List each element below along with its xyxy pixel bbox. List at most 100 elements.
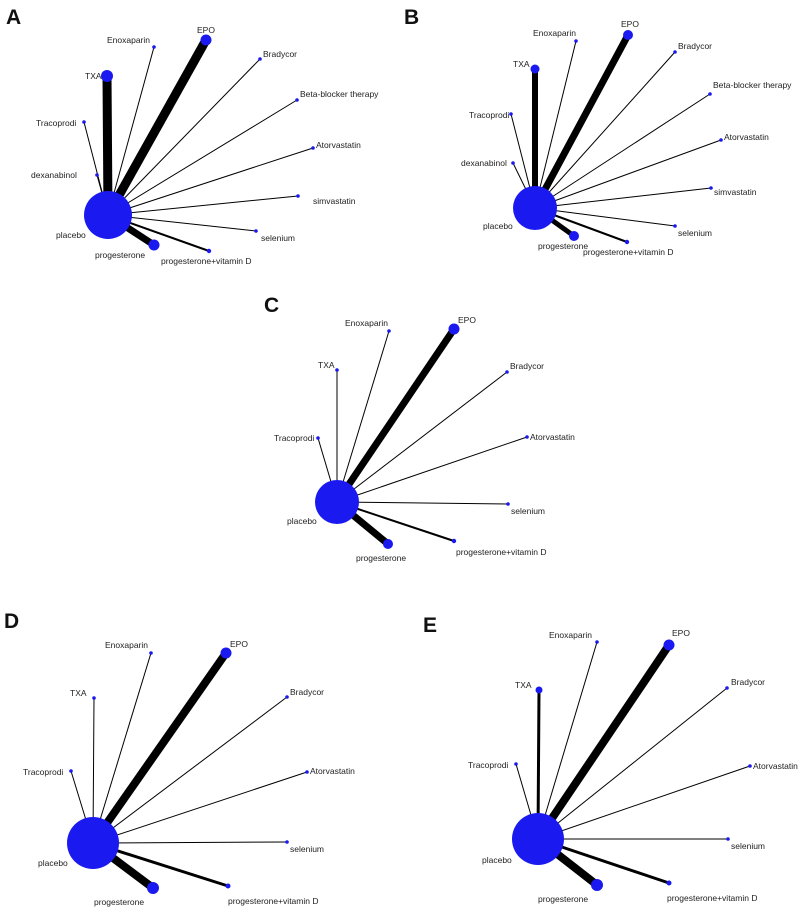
panel-b-node-dexanabinol: [511, 161, 515, 165]
panel-c-edge-enoxaparin: [336, 330, 390, 503]
panel-b-node-beta-blocker-therapy: [708, 92, 712, 96]
panel-a-node-epo: [200, 34, 212, 46]
panel-c-letter: C: [264, 294, 279, 317]
panel-b-node-bradycor: [673, 50, 677, 54]
panel-c-edge-bradycor: [336, 371, 508, 503]
panel-e-edge-atorvastatin: [537, 765, 751, 840]
panel-e-node-epo: [663, 639, 675, 651]
panel-d-label-selenium: selenium: [290, 844, 324, 854]
panel-a-edge-atorvastatin: [107, 147, 314, 216]
panel-b-label-placebo: placebo: [483, 221, 513, 231]
panel-a-node-simvastatin: [296, 194, 300, 198]
panel-b-node-enoxaparin: [574, 39, 578, 43]
panel-e-node-tracoprodi: [514, 762, 518, 766]
panel-c-edge-atorvastatin: [336, 436, 528, 503]
panel-e-letter: E: [423, 614, 437, 637]
panel-a-node-bradycor: [258, 57, 262, 61]
panel-d-label-tracoprodi: Tracoprodi: [23, 767, 63, 777]
panel-a-edge-epo: [104, 37, 210, 218]
panel-a-node-placebo: [84, 191, 132, 239]
panel-c-label-placebo: placebo: [287, 516, 317, 526]
panel-d-node-placebo: [67, 817, 119, 869]
panel-e-label-selenium: selenium: [731, 841, 765, 851]
panel-c-node-placebo: [315, 480, 359, 524]
panel-b-label-atorvastatin: Atorvastatin: [724, 132, 769, 142]
panel-e-node-bradycor: [725, 686, 729, 690]
panel-b-node-progesterone-plus-vitamin-d: [624, 239, 630, 245]
panel-b-label-dexanabinol: dexanabinol: [461, 158, 507, 168]
panel-c-label-progesterone-plus-vitamin-d: progesterone+vitamin D: [456, 547, 546, 557]
panel-d-edge-bradycor: [92, 696, 288, 844]
panel-d-label-progesterone-plus-vitamin-d: progesterone+vitamin D: [228, 896, 318, 906]
panel-a-label-progesterone-plus-vitamin-d: progesterone+vitamin D: [161, 256, 251, 266]
panel-b-node-placebo: [513, 186, 557, 230]
panel-b-node-simvastatin: [709, 186, 713, 190]
panel-c-label-tracoprodi: Tracoprodi: [274, 433, 314, 443]
panel-a-edge-bradycor: [107, 58, 261, 216]
panel-c-label-enoxaparin: Enoxaparin: [345, 318, 388, 328]
panel-e-node-progesterone: [591, 879, 603, 891]
panel-e-label-epo: EPO: [672, 628, 690, 638]
panel-e-edge-epo: [534, 642, 673, 842]
panel-c-node-selenium: [506, 502, 510, 506]
panel-a-node-progesterone: [148, 239, 160, 251]
panel-b-label-simvastatin: simvastatin: [714, 187, 757, 197]
panel-c-node-progesterone: [383, 539, 393, 549]
panel-a-node-dexanabinol: [95, 173, 99, 177]
panel-b-node-epo: [623, 30, 633, 40]
panel-d-edge-enoxaparin: [92, 652, 152, 844]
panel-e-node-selenium: [726, 837, 730, 841]
panel-d-node-epo: [220, 647, 232, 659]
panel-d-label-atorvastatin: Atorvastatin: [310, 766, 355, 776]
panel-a-letter: A: [6, 6, 21, 29]
panel-b-label-selenium: selenium: [678, 228, 712, 238]
panel-a-label-atorvastatin: Atorvastatin: [316, 140, 361, 150]
panel-d-node-progesterone: [147, 882, 159, 894]
panel-b-label-beta-blocker-therapy: Beta-blocker therapy: [713, 80, 792, 90]
panel-d-label-bradycor: Bradycor: [290, 687, 324, 697]
panel-c-node-epo: [448, 323, 460, 335]
panel-e-label-bradycor: Bradycor: [731, 677, 765, 687]
panel-c-node-atorvastatin: [525, 435, 529, 439]
panel-d-edge-atorvastatin: [92, 771, 308, 844]
panel-d-node-atorvastatin: [305, 770, 309, 774]
panel-b-node-tracoprodi: [509, 112, 513, 116]
panel-e-node-enoxaparin: [595, 640, 599, 644]
panel-d-label-txa: TXA: [70, 688, 87, 698]
panel-c-label-bradycor: Bradycor: [510, 361, 544, 371]
panel-a-label-txa: TXA: [85, 71, 102, 81]
panel-a-edge-enoxaparin: [107, 46, 155, 216]
panel-b-edge-simvastatin: [534, 187, 712, 209]
panel-d-node-enoxaparin: [149, 651, 153, 655]
panel-e-label-enoxaparin: Enoxaparin: [549, 630, 592, 640]
panel-c-label-progesterone: progesterone: [356, 553, 406, 563]
panel-b-edge-epo: [531, 33, 632, 210]
panel-a-node-selenium: [254, 229, 258, 233]
panel-e-label-atorvastatin: Atorvastatin: [753, 761, 798, 771]
panel-e-edge-enoxaparin: [537, 641, 598, 840]
panel-a-edge-selenium: [107, 214, 257, 232]
panel-d-label-placebo: placebo: [38, 858, 68, 868]
panel-b-label-bradycor: Bradycor: [678, 41, 712, 51]
panel-d-edge-epo: [89, 650, 230, 846]
panel-a-label-selenium: selenium: [261, 233, 295, 243]
panel-a-label-bradycor: Bradycor: [263, 49, 297, 59]
panel-e-node-progesterone-plus-vitamin-d: [666, 880, 672, 886]
panel-d-node-tracoprodi: [69, 769, 73, 773]
panel-d-label-progesterone: progesterone: [94, 897, 144, 907]
panel-a-label-epo: EPO: [197, 25, 215, 35]
panel-e-node-txa: [535, 686, 543, 694]
panel-b-edge-beta-blocker-therapy: [534, 93, 711, 209]
panel-b-node-selenium: [673, 224, 677, 228]
panel-d-letter: D: [4, 610, 19, 633]
panel-a-label-beta-blocker-therapy: Beta-blocker therapy: [300, 89, 379, 99]
panel-a-node-tracoprodi: [82, 120, 86, 124]
panel-b-label-enoxaparin: Enoxaparin: [533, 28, 576, 38]
panel-c-label-epo: EPO: [458, 315, 476, 325]
panel-c-label-selenium: selenium: [511, 506, 545, 516]
